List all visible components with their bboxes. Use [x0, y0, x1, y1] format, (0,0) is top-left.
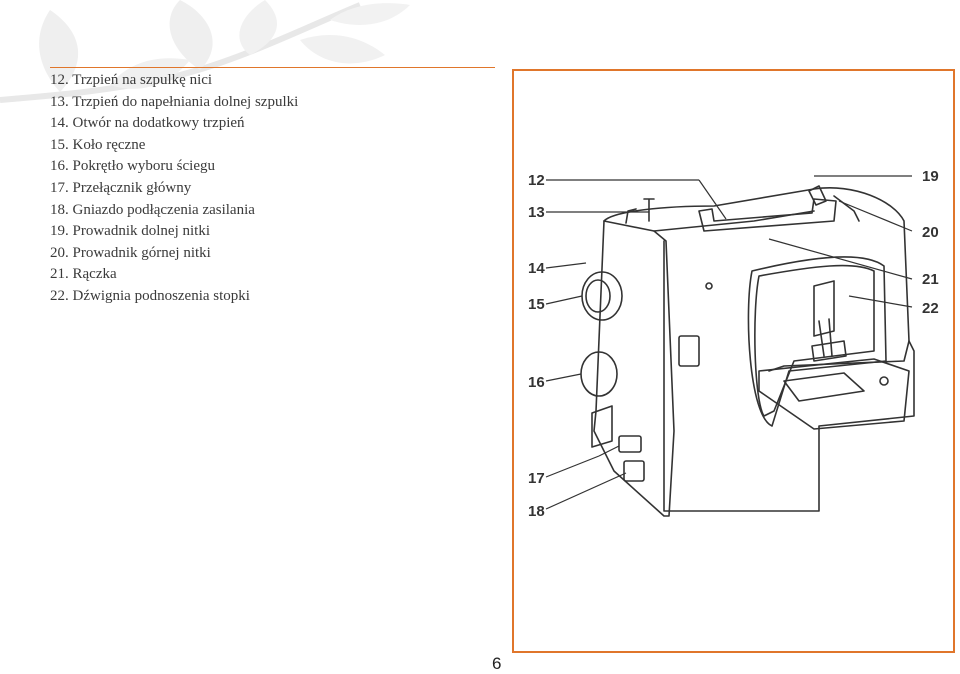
parts-list-item: 17. Przełącznik główny	[50, 179, 192, 196]
parts-list-item: 14. Otwór na dodatkowy trzpień	[50, 115, 245, 132]
parts-list: 12. Trzpień na szpulkę nici 13. Trzpień …	[50, 70, 298, 308]
parts-list-item: 16. Pokrętło wyboru ściegu	[50, 158, 215, 175]
callout-16: 16	[528, 374, 545, 391]
callout-21: 21	[922, 271, 939, 288]
parts-list-item: 13. Trzpień do napełniania dolnej szpulk…	[50, 93, 299, 110]
callout-20: 20	[922, 224, 939, 241]
sewing-machine-illustration: 12 13 14 15 16 17 18 19 20 21 22	[528, 168, 939, 520]
callout-17: 17	[528, 470, 545, 487]
callout-12: 12	[528, 172, 545, 189]
callout-22: 22	[922, 300, 939, 317]
parts-list-item: 21. Rączka	[50, 266, 117, 283]
callout-19: 19	[922, 168, 939, 185]
callout-14: 14	[528, 260, 545, 277]
parts-list-item: 22. Dźwignia podnoszenia stopki	[50, 287, 250, 304]
parts-list-item: 18. Gniazdo podłączenia zasilania	[50, 201, 255, 218]
callout-13: 13	[528, 204, 545, 221]
parts-list-item: 15. Koło ręczne	[50, 136, 146, 153]
leaf-decoration	[0, 0, 410, 103]
callout-18: 18	[528, 503, 545, 520]
parts-list-item: 12. Trzpień na szpulkę nici	[50, 72, 213, 88]
parts-list-item: 19. Prowadnik dolnej nitki	[50, 223, 210, 240]
callout-15: 15	[528, 296, 545, 313]
header-rule	[50, 67, 495, 68]
sewing-machine-figure: 12 13 14 15 16 17 18 19 20 21 22	[512, 69, 955, 653]
page-number: 6	[492, 654, 502, 673]
parts-list-item: 20. Prowadnik górnej nitki	[50, 244, 211, 261]
